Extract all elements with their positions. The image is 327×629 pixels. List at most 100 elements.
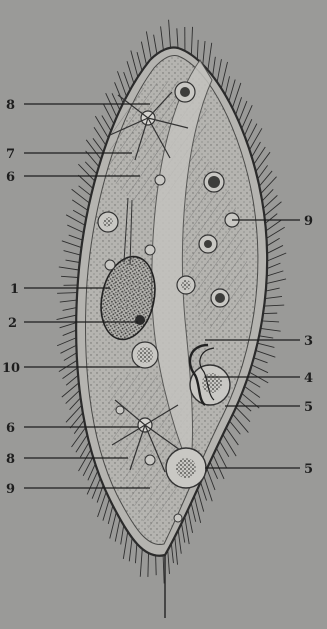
cilium — [261, 177, 277, 194]
micronucleus — [135, 315, 145, 325]
label-8-top: 8 — [6, 98, 15, 113]
label-5-bottom: 5 — [304, 462, 313, 477]
cilium — [141, 42, 146, 65]
cilium — [257, 343, 274, 347]
cilium — [191, 503, 196, 522]
cilium — [108, 506, 113, 524]
cilium — [123, 532, 127, 559]
cilium — [254, 358, 268, 363]
cilium — [137, 52, 142, 71]
cilium — [146, 31, 151, 58]
cilium — [66, 375, 78, 385]
cilium — [262, 189, 273, 201]
cilium — [60, 323, 77, 328]
cilium — [208, 43, 212, 70]
cilium — [247, 379, 260, 387]
labels-left: 8 7 6 1 2 10 6 8 9 — [2, 98, 20, 497]
cilium — [79, 186, 91, 196]
cilium — [245, 386, 260, 397]
cilium — [191, 27, 192, 55]
cilium — [230, 421, 241, 434]
cilium — [261, 328, 281, 331]
cilium — [64, 353, 77, 361]
cilium — [223, 434, 236, 456]
cilium — [154, 35, 157, 54]
cilium — [256, 152, 270, 171]
cilium — [115, 82, 124, 103]
cilium — [197, 40, 198, 60]
label-3: 3 — [304, 334, 313, 349]
cilium — [163, 555, 164, 583]
cilium — [259, 336, 273, 338]
cilium — [252, 365, 268, 373]
cilium — [221, 62, 227, 88]
cilium — [213, 455, 224, 479]
cilium — [197, 489, 203, 512]
cilium — [239, 101, 247, 122]
cilium — [249, 128, 261, 150]
cilium — [87, 471, 98, 494]
cilium — [121, 525, 124, 544]
cilium — [264, 202, 281, 216]
cilium — [233, 414, 249, 432]
cilium — [262, 321, 279, 322]
cilium — [72, 200, 88, 211]
cilium — [267, 263, 280, 268]
cilium — [62, 241, 82, 248]
cilium — [256, 350, 276, 357]
label-4: 4 — [304, 371, 313, 386]
cilium — [62, 383, 79, 397]
cilium — [127, 61, 134, 83]
cilium — [203, 41, 205, 65]
cilium — [73, 210, 86, 218]
label-1: 1 — [10, 282, 19, 297]
label-5-top: 5 — [304, 400, 313, 415]
cilium — [69, 235, 83, 240]
cilium — [217, 59, 221, 82]
cilium — [266, 288, 280, 291]
cilium — [148, 553, 149, 577]
label-6-bottom: 6 — [6, 421, 15, 436]
cilium — [59, 267, 79, 270]
cilium — [210, 462, 218, 479]
cilium — [264, 305, 284, 306]
cilium — [78, 164, 94, 181]
cilium — [225, 76, 229, 94]
label-10: 10 — [2, 361, 20, 376]
cilium — [242, 105, 253, 128]
cilium — [267, 271, 284, 276]
cilium — [267, 245, 283, 253]
cilium — [201, 482, 207, 500]
cilium — [66, 215, 85, 225]
cilium — [62, 368, 77, 379]
cilium — [140, 549, 142, 577]
cilium — [78, 449, 90, 471]
label-2: 2 — [8, 316, 17, 331]
label-6-top: 6 — [6, 170, 15, 185]
cilium — [161, 26, 164, 50]
cilium — [124, 72, 130, 90]
cilium — [67, 225, 83, 233]
cilium — [266, 220, 281, 231]
cilium — [266, 279, 286, 284]
cilium — [57, 315, 77, 319]
labels-right: 9 3 4 5 5 — [304, 214, 313, 477]
cilium — [178, 530, 181, 554]
cilium — [156, 555, 157, 575]
cilium — [177, 28, 178, 48]
cilium — [236, 407, 250, 421]
cilium — [220, 441, 229, 456]
cilium — [60, 345, 76, 353]
cilium — [185, 516, 189, 544]
cilium — [244, 119, 251, 135]
cilium — [229, 79, 235, 101]
cilium — [188, 510, 193, 533]
cilium — [70, 413, 83, 428]
cilium — [129, 538, 132, 561]
cilium — [95, 116, 108, 138]
label-9-right: 9 — [304, 214, 313, 229]
cilium — [171, 543, 173, 563]
cilium — [103, 499, 109, 521]
